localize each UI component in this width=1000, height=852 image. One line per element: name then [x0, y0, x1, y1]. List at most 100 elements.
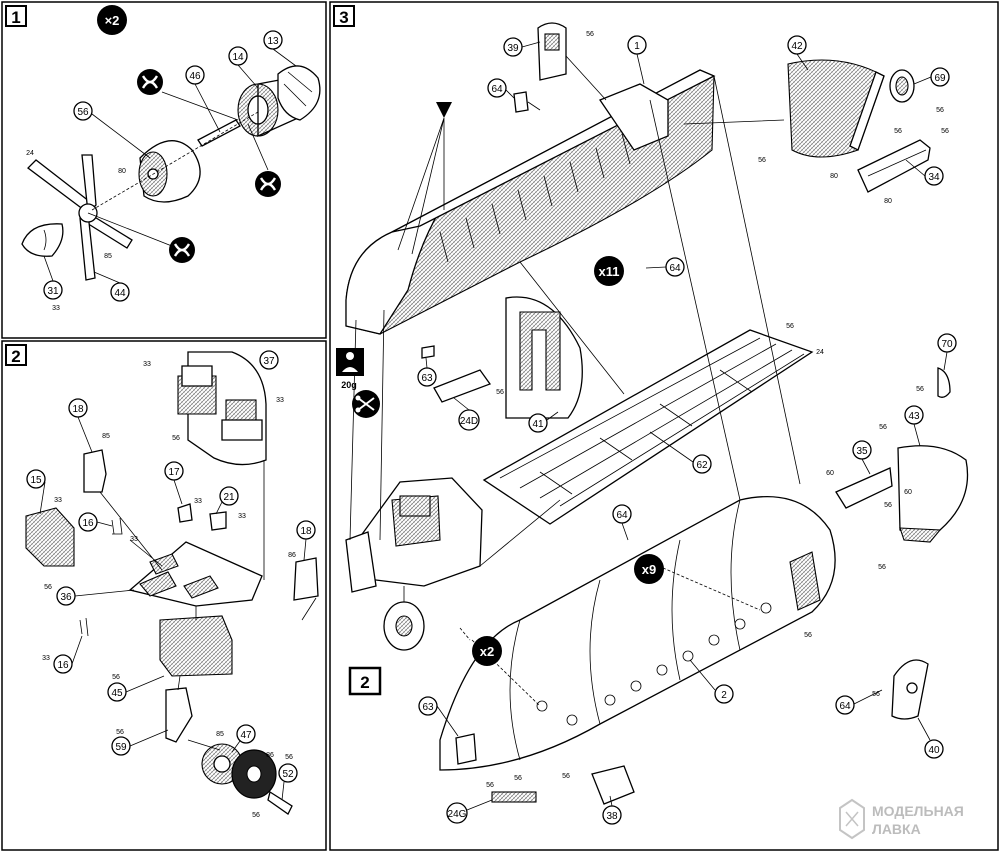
callout: 31: [43, 280, 63, 300]
panel-step2: [1, 340, 327, 851]
svg-text:15: 15: [30, 475, 42, 486]
svg-text:18: 18: [300, 526, 312, 537]
svg-text:59: 59: [115, 742, 127, 753]
no-glue-icon: [167, 235, 197, 265]
callout: 52: [278, 763, 298, 783]
panel-step1: [1, 1, 327, 339]
callout: 42: [787, 35, 807, 55]
step2-callouts: 37 18 15 16 17 21 36 18 16 45 59 47 52 3…: [26, 350, 316, 819]
svg-text:36: 36: [60, 592, 72, 603]
callout: 16: [78, 512, 98, 532]
callout: 46: [185, 65, 205, 85]
callout: 44: [110, 282, 130, 302]
svg-text:33: 33: [42, 655, 50, 662]
svg-text:44: 44: [114, 288, 126, 299]
step3-drawing: [345, 22, 969, 805]
svg-text:24D: 24D: [460, 416, 478, 427]
svg-text:64: 64: [669, 263, 681, 274]
glue-amount: 20g: [341, 380, 357, 390]
svg-text:52: 52: [282, 769, 294, 780]
svg-text:34: 34: [928, 172, 940, 183]
svg-text:2: 2: [721, 690, 727, 701]
svg-text:37: 37: [263, 356, 275, 367]
svg-text:33: 33: [143, 361, 151, 368]
svg-text:56: 56: [804, 632, 812, 639]
svg-text:43: 43: [908, 411, 920, 422]
svg-text:41: 41: [532, 419, 544, 430]
no-glue-icon: [135, 67, 165, 97]
callout: 13: [263, 30, 283, 50]
svg-text:24: 24: [26, 150, 34, 157]
svg-text:56: 56: [116, 729, 124, 736]
scissors-icon: [352, 390, 380, 418]
svg-text:13: 13: [267, 36, 279, 47]
svg-text:56: 56: [884, 502, 892, 509]
svg-text:24G: 24G: [448, 809, 467, 820]
svg-text:64: 64: [491, 84, 503, 95]
svg-text:56: 56: [112, 674, 120, 681]
svg-text:56: 56: [916, 386, 924, 393]
glue-tube-icon: 20g: [336, 348, 364, 390]
callout: 37: [259, 350, 279, 370]
watermark-line1: МОДЕЛЬНАЯ: [872, 803, 964, 819]
svg-text:31: 31: [47, 286, 59, 297]
svg-text:33: 33: [52, 305, 60, 312]
svg-text:56: 56: [894, 128, 902, 135]
step2-drawing: [25, 351, 319, 815]
svg-text:45: 45: [111, 688, 123, 699]
svg-text:70: 70: [941, 339, 953, 350]
step1-callouts: 13 14 46 56 31 44 24 80 85 33: [26, 30, 297, 312]
subassembly-reference: 2: [348, 666, 382, 696]
quantity-badge: x11: [594, 256, 624, 286]
callout: 64: [612, 504, 632, 524]
svg-text:63: 63: [421, 373, 433, 384]
callout: 63: [417, 367, 437, 387]
svg-text:33: 33: [194, 498, 202, 505]
step1-number: 1: [11, 8, 20, 27]
cement-direction-icon: [397, 102, 452, 255]
quantity-badge: x2: [472, 636, 502, 666]
svg-text:56: 56: [285, 754, 293, 761]
step1-multiplier-badge: ×2: [97, 5, 127, 35]
svg-text:56: 56: [878, 564, 886, 571]
svg-text:60: 60: [904, 489, 912, 496]
svg-text:62: 62: [696, 460, 708, 471]
svg-text:2: 2: [360, 673, 369, 692]
svg-text:86: 86: [288, 552, 296, 559]
svg-text:33: 33: [54, 497, 62, 504]
svg-text:35: 35: [856, 446, 868, 457]
callout: 41: [528, 413, 548, 433]
svg-text:85: 85: [216, 731, 224, 738]
quantity-badge: x9: [634, 554, 664, 584]
svg-text:17: 17: [168, 467, 180, 478]
callout: 36: [56, 586, 76, 606]
svg-text:16: 16: [57, 660, 69, 671]
svg-text:56: 56: [562, 773, 570, 780]
svg-text:39: 39: [507, 43, 519, 54]
svg-text:33: 33: [130, 536, 138, 543]
svg-text:86: 86: [266, 752, 274, 759]
step3-number: 3: [339, 8, 348, 27]
step1-marker: 1: [5, 5, 27, 27]
svg-text:×2: ×2: [105, 13, 120, 28]
svg-text:80: 80: [118, 168, 126, 175]
svg-text:x9: x9: [642, 562, 656, 577]
callout: 63: [418, 696, 438, 716]
callout: 34: [924, 166, 944, 186]
callout: 69: [930, 67, 950, 87]
svg-text:46: 46: [189, 71, 201, 82]
svg-text:85: 85: [102, 433, 110, 440]
svg-text:56: 56: [586, 31, 594, 38]
callout: 18: [296, 520, 316, 540]
svg-text:40: 40: [928, 745, 940, 756]
svg-text:63: 63: [422, 702, 434, 713]
callout: 21: [219, 486, 239, 506]
svg-text:80: 80: [830, 173, 838, 180]
callout: 64: [665, 257, 685, 277]
svg-text:56: 56: [514, 775, 522, 782]
svg-text:18: 18: [72, 404, 84, 415]
svg-text:80: 80: [884, 198, 892, 205]
svg-text:56: 56: [758, 157, 766, 164]
svg-text:56: 56: [77, 107, 89, 118]
svg-text:33: 33: [238, 513, 246, 520]
